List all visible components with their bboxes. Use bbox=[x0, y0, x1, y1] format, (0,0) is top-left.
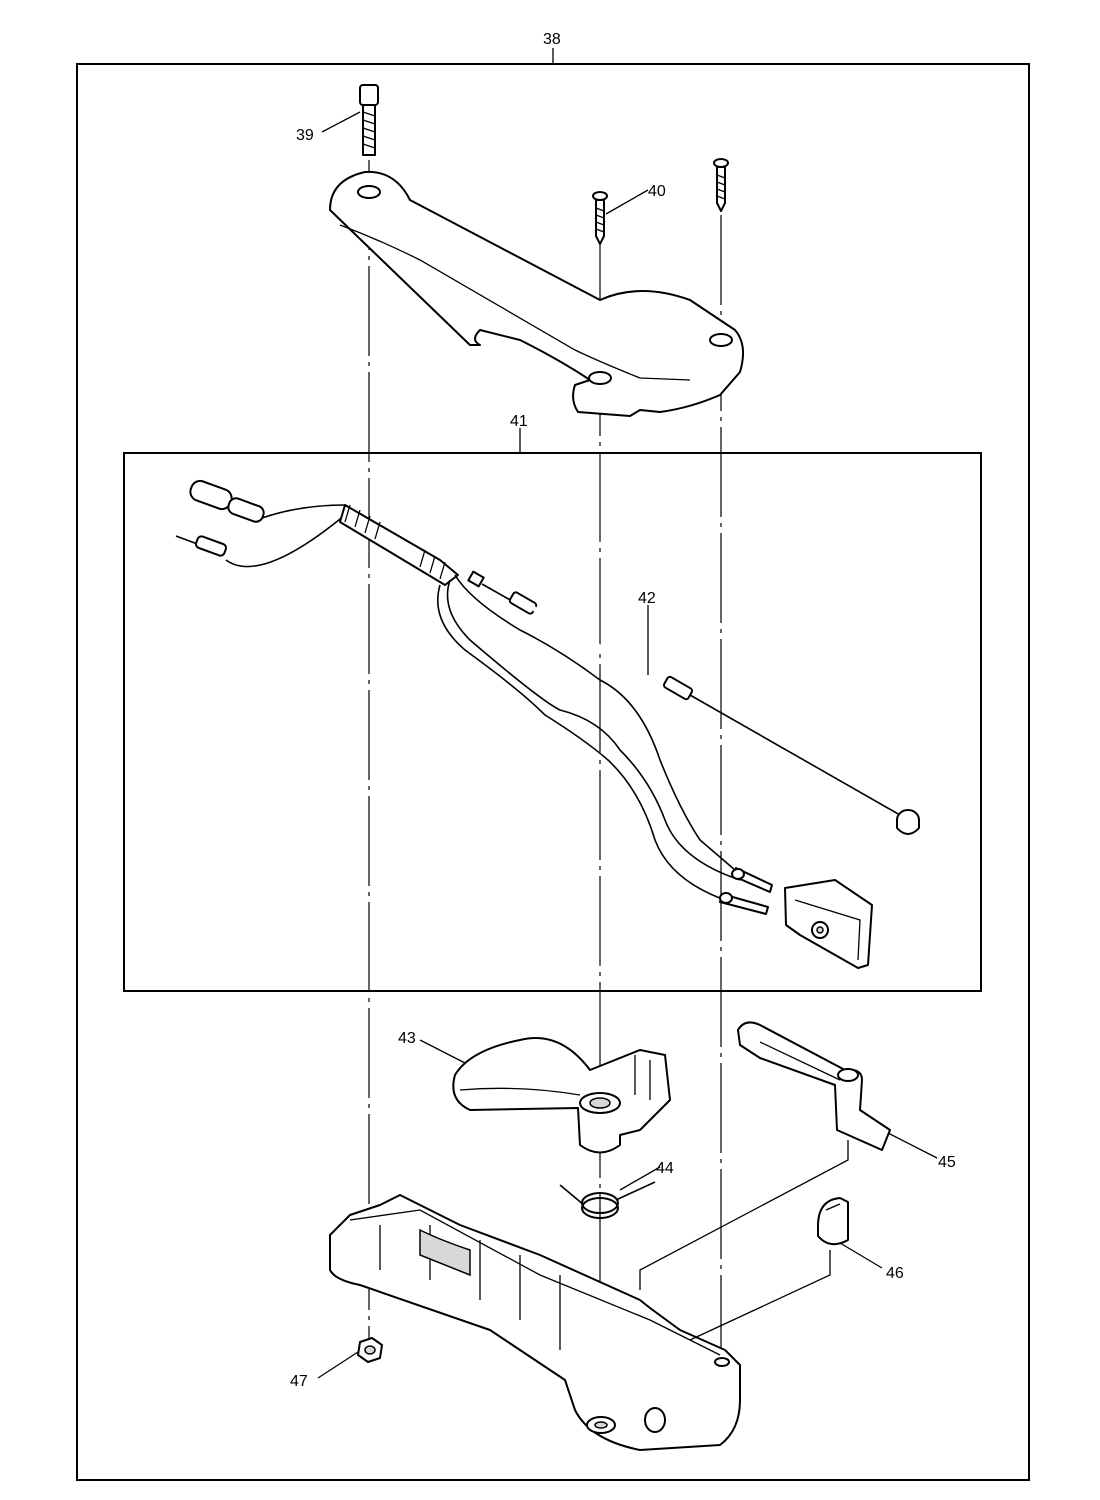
callout-41: 41 bbox=[510, 413, 528, 430]
callout-45: 45 bbox=[938, 1154, 956, 1171]
callout-44: 44 bbox=[656, 1160, 674, 1177]
cap-46 bbox=[817, 1197, 849, 1246]
stop-switch bbox=[784, 879, 873, 969]
bolt-39 bbox=[359, 84, 379, 156]
assembly-frame-41 bbox=[123, 452, 982, 992]
callout-46: 46 bbox=[886, 1265, 904, 1282]
torsion-spring-44 bbox=[559, 1181, 656, 1219]
alignment-lines bbox=[368, 160, 722, 1400]
wire-harness-41 bbox=[175, 479, 773, 915]
callout-40: 40 bbox=[648, 183, 666, 200]
nut-47 bbox=[357, 1337, 383, 1363]
screw-40 bbox=[592, 191, 608, 245]
throttle-cable-42 bbox=[467, 570, 920, 835]
handle-housing-lower bbox=[329, 1194, 741, 1451]
leader-lines bbox=[317, 111, 938, 1379]
handle-cover-upper bbox=[329, 170, 745, 417]
callout-47: 47 bbox=[290, 1373, 308, 1390]
lockout-lever-45 bbox=[737, 1021, 891, 1151]
callout-39: 39 bbox=[296, 127, 314, 144]
screw-right bbox=[713, 158, 729, 212]
throttle-trigger-43 bbox=[452, 1037, 671, 1154]
callout-43: 43 bbox=[398, 1030, 416, 1047]
callout-42: 42 bbox=[638, 590, 656, 607]
callout-38: 38 bbox=[543, 31, 561, 48]
